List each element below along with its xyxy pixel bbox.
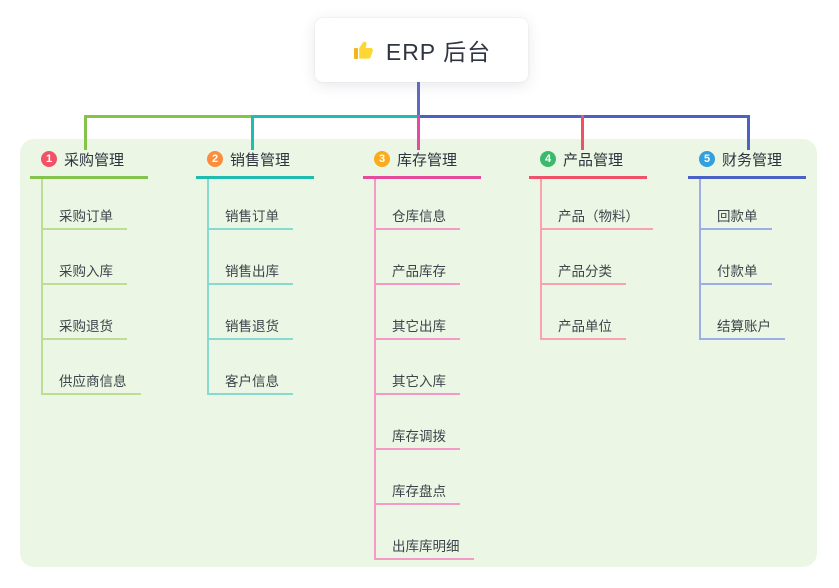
branch-number-badge: 5 [699, 151, 715, 167]
branch-采购管理: 1 采购管理采购订单采购入库采购退货供应商信息 [30, 146, 148, 395]
child-node[interactable]: 销售出库 [209, 230, 293, 285]
branch-库存管理: 3 库存管理仓库信息产品库存其它出库其它入库库存调拨库存盘点出库库明细 [363, 146, 481, 560]
child-node[interactable]: 采购订单 [43, 179, 127, 230]
branch-number-badge: 1 [41, 151, 57, 167]
branches-panel [20, 139, 817, 567]
child-node[interactable]: 产品库存 [376, 230, 460, 285]
child-node[interactable]: 回款单 [701, 179, 772, 230]
child-node[interactable]: 产品（物料） [542, 179, 653, 230]
child-node[interactable]: 供应商信息 [43, 340, 141, 395]
branch-children: 采购订单采购入库采购退货供应商信息 [41, 179, 141, 395]
branch-财务管理: 5 财务管理回款单付款单结算账户 [688, 146, 806, 340]
child-node[interactable]: 结算账户 [701, 285, 785, 340]
branch-drop-line-3 [417, 115, 420, 150]
branch-number-badge: 4 [540, 151, 556, 167]
branch-label: 库存管理 [397, 151, 458, 169]
branch-drop-line-2 [251, 115, 254, 150]
child-node[interactable]: 销售退货 [209, 285, 293, 340]
child-node[interactable]: 采购入库 [43, 230, 127, 285]
branch-label: 财务管理 [722, 151, 783, 169]
bus-segment-teal [251, 115, 419, 118]
branch-header[interactable]: 2 销售管理 [196, 146, 314, 179]
branch-children: 回款单付款单结算账户 [699, 179, 785, 340]
root-title: ERP 后台 [385, 39, 492, 65]
branch-label: 产品管理 [563, 151, 624, 169]
child-node[interactable]: 仓库信息 [376, 179, 460, 230]
child-node[interactable]: 付款单 [701, 230, 772, 285]
child-node[interactable]: 客户信息 [209, 340, 293, 395]
branch-header[interactable]: 1 采购管理 [30, 146, 148, 179]
branch-drop-line-4 [581, 115, 584, 150]
child-node[interactable]: 销售订单 [209, 179, 293, 230]
branch-label: 采购管理 [64, 151, 125, 169]
branch-children: 产品（物料）产品分类产品单位 [540, 179, 653, 340]
child-node[interactable]: 产品单位 [542, 285, 626, 340]
branch-children: 销售订单销售出库销售退货客户信息 [207, 179, 293, 395]
root-connector-line [417, 82, 420, 118]
child-node[interactable]: 库存调拨 [376, 395, 460, 450]
branch-drop-line-1 [84, 115, 87, 150]
branch-header[interactable]: 3 库存管理 [363, 146, 481, 179]
branch-label: 销售管理 [230, 151, 291, 169]
child-node[interactable]: 出库库明细 [376, 505, 474, 560]
branch-number-badge: 3 [374, 151, 390, 167]
branch-number-badge: 2 [207, 151, 223, 167]
child-node[interactable]: 采购退货 [43, 285, 127, 340]
bus-segment-green [84, 115, 253, 118]
root-node[interactable]: ERP 后台 [315, 18, 528, 82]
branch-产品管理: 4 产品管理产品（物料）产品分类产品单位 [529, 146, 653, 340]
branch-drop-line-5 [747, 115, 750, 150]
child-node[interactable]: 产品分类 [542, 230, 626, 285]
child-node[interactable]: 库存盘点 [376, 450, 460, 505]
child-node[interactable]: 其它入库 [376, 340, 460, 395]
branch-header[interactable]: 4 产品管理 [529, 146, 647, 179]
thumbs-up-icon [352, 38, 376, 62]
child-node[interactable]: 其它出库 [376, 285, 460, 340]
branch-销售管理: 2 销售管理销售订单销售出库销售退货客户信息 [196, 146, 314, 395]
branch-header[interactable]: 5 财务管理 [688, 146, 806, 179]
branch-children: 仓库信息产品库存其它出库其它入库库存调拨库存盘点出库库明细 [374, 179, 474, 560]
